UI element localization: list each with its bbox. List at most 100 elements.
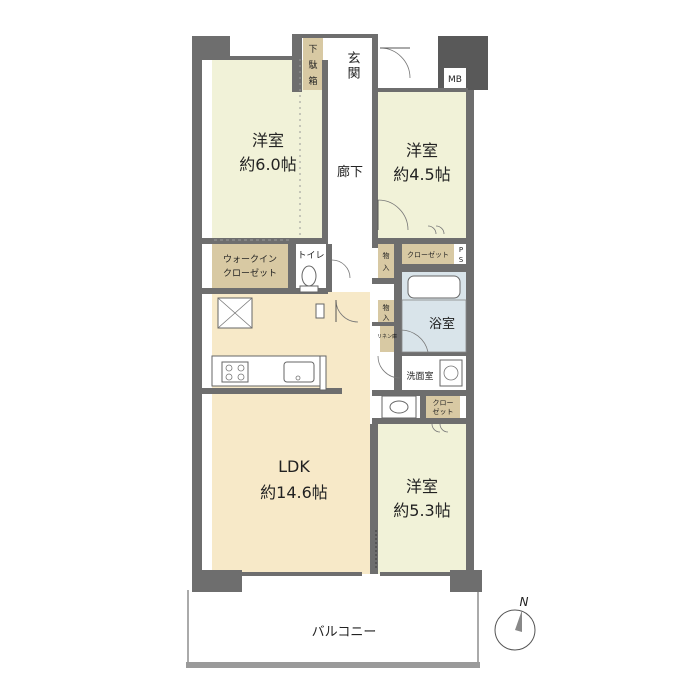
burner-icon xyxy=(237,364,245,372)
ldk-room xyxy=(212,292,370,574)
walkin-label-2: クローゼット xyxy=(223,267,277,279)
burner-icon xyxy=(237,373,245,381)
wall-room1-bottom xyxy=(202,238,328,244)
balcony-area xyxy=(188,592,478,664)
wall-storage2-bottom xyxy=(372,322,396,326)
wall-bath-bottom xyxy=(400,352,468,356)
shoebox-label-2: 駄 xyxy=(308,59,317,71)
toilet-label: トイレ xyxy=(297,251,324,261)
western-room-3-name: 洋室 xyxy=(406,477,438,496)
western-room-3 xyxy=(378,424,466,574)
wall-washroom-bottom xyxy=(372,390,468,396)
wall-room2-top xyxy=(378,88,468,92)
closet-2-label-1: クロー xyxy=(433,399,454,407)
washer-drain-icon xyxy=(443,365,459,381)
door-swing-bath xyxy=(399,329,429,353)
closet-1-area xyxy=(402,244,454,264)
bath-label: 浴室 xyxy=(429,316,455,332)
walkin-label-1: ウォークイン xyxy=(223,254,277,265)
closet-2-area xyxy=(426,396,460,418)
north-wall-1 xyxy=(230,56,300,60)
fridge-cross-icon xyxy=(217,297,253,329)
ldk-size: 約14.6帖 xyxy=(260,483,328,502)
mb-label: MB xyxy=(448,75,462,85)
east-wall xyxy=(466,90,474,592)
stove xyxy=(221,361,249,383)
wall-wic-bottom xyxy=(202,288,328,294)
closet-2-label-2: ゼット xyxy=(433,407,454,416)
shoebox-label-3: 箱 xyxy=(308,75,317,87)
ps-label-1: P xyxy=(459,246,463,254)
storage-1-label-2: 入 xyxy=(383,264,390,272)
washing-machine-pan xyxy=(439,359,463,387)
corridor-label: 廊下 xyxy=(337,164,363,180)
wall-room3-top xyxy=(372,418,468,424)
storage-1-label-1: 物 xyxy=(383,251,390,260)
wall-storage-mid xyxy=(372,278,396,284)
walkin-closet xyxy=(212,244,288,292)
wall-wic-toilet xyxy=(288,244,296,294)
balcony-label: バルコニー xyxy=(312,625,377,640)
storage-2-label-1: 物 xyxy=(383,303,390,312)
entrance-wall-left xyxy=(292,36,302,92)
western-room-2-size: 約4.5帖 xyxy=(393,165,450,184)
entrance-wall-right xyxy=(372,34,378,90)
door-swing-room2 xyxy=(377,199,409,231)
door-swing-closet2 xyxy=(431,423,449,433)
entrance-label: 玄関 xyxy=(345,51,361,81)
storage-1-area xyxy=(378,244,394,278)
sw-column xyxy=(202,570,242,592)
storage-2-label-2: 入 xyxy=(383,314,390,322)
entrance-wall-top xyxy=(292,34,378,38)
drain-icon xyxy=(295,375,301,381)
west-wall xyxy=(192,36,202,592)
western-room-2-name: 洋室 xyxy=(406,141,438,160)
toilet-bowl-icon xyxy=(301,265,317,287)
se-column xyxy=(450,570,482,592)
door-swing-entrance xyxy=(379,47,411,79)
linen-storage-area xyxy=(380,326,394,352)
wall-toilet-right xyxy=(326,244,332,292)
closet-1-label: クローゼット xyxy=(407,250,449,259)
balcony-railing xyxy=(186,662,480,668)
western-room-2 xyxy=(378,90,466,238)
toilet-tank-icon xyxy=(299,285,319,293)
burner-icon xyxy=(225,373,233,381)
ps-label-2: S xyxy=(459,256,464,264)
nw-column xyxy=(192,36,230,60)
western-room-1-name: 洋室 xyxy=(252,131,284,150)
compass-north-label: N xyxy=(520,595,529,609)
corridor-area xyxy=(328,90,372,248)
wall-ldk-room3 xyxy=(370,424,378,574)
wall-closet2-left xyxy=(420,396,426,418)
wall-kitchen-counter xyxy=(202,388,342,394)
wall-storage-right xyxy=(394,244,402,424)
kitchen-column xyxy=(315,303,325,319)
wall-corridor-room2 xyxy=(372,88,378,248)
compass-ring xyxy=(494,609,536,651)
western-room-1-size: 約6.0帖 xyxy=(239,155,296,174)
storage-2-area xyxy=(378,300,394,322)
entrance-area xyxy=(327,36,373,90)
western-room-3-size: 約5.3帖 xyxy=(393,501,450,520)
kitchen-sink xyxy=(283,361,315,383)
bathtub-icon xyxy=(407,275,461,299)
door-swing-washroom xyxy=(377,355,401,379)
door-swing-toilet xyxy=(331,259,351,279)
compass: N xyxy=(494,595,536,651)
ldk-name: LDK xyxy=(278,457,310,476)
bath-floor xyxy=(401,299,467,353)
wall-closet1-bottom xyxy=(402,264,468,272)
wash-basin-icon xyxy=(389,400,409,414)
south-wall-ldk xyxy=(242,572,362,576)
burner-icon xyxy=(225,364,233,372)
wall-room1-corridor xyxy=(322,60,328,240)
shoebox-area xyxy=(303,36,323,90)
washroom-label: 洗面室 xyxy=(406,370,433,382)
shoebox-label-1: 下 xyxy=(308,45,317,55)
compass-needle-shade xyxy=(515,610,522,632)
wall-room2-bottom xyxy=(372,238,468,244)
south-wall-room3 xyxy=(380,572,450,576)
mb-box xyxy=(444,68,466,88)
kitchen-counter-end xyxy=(319,355,327,391)
